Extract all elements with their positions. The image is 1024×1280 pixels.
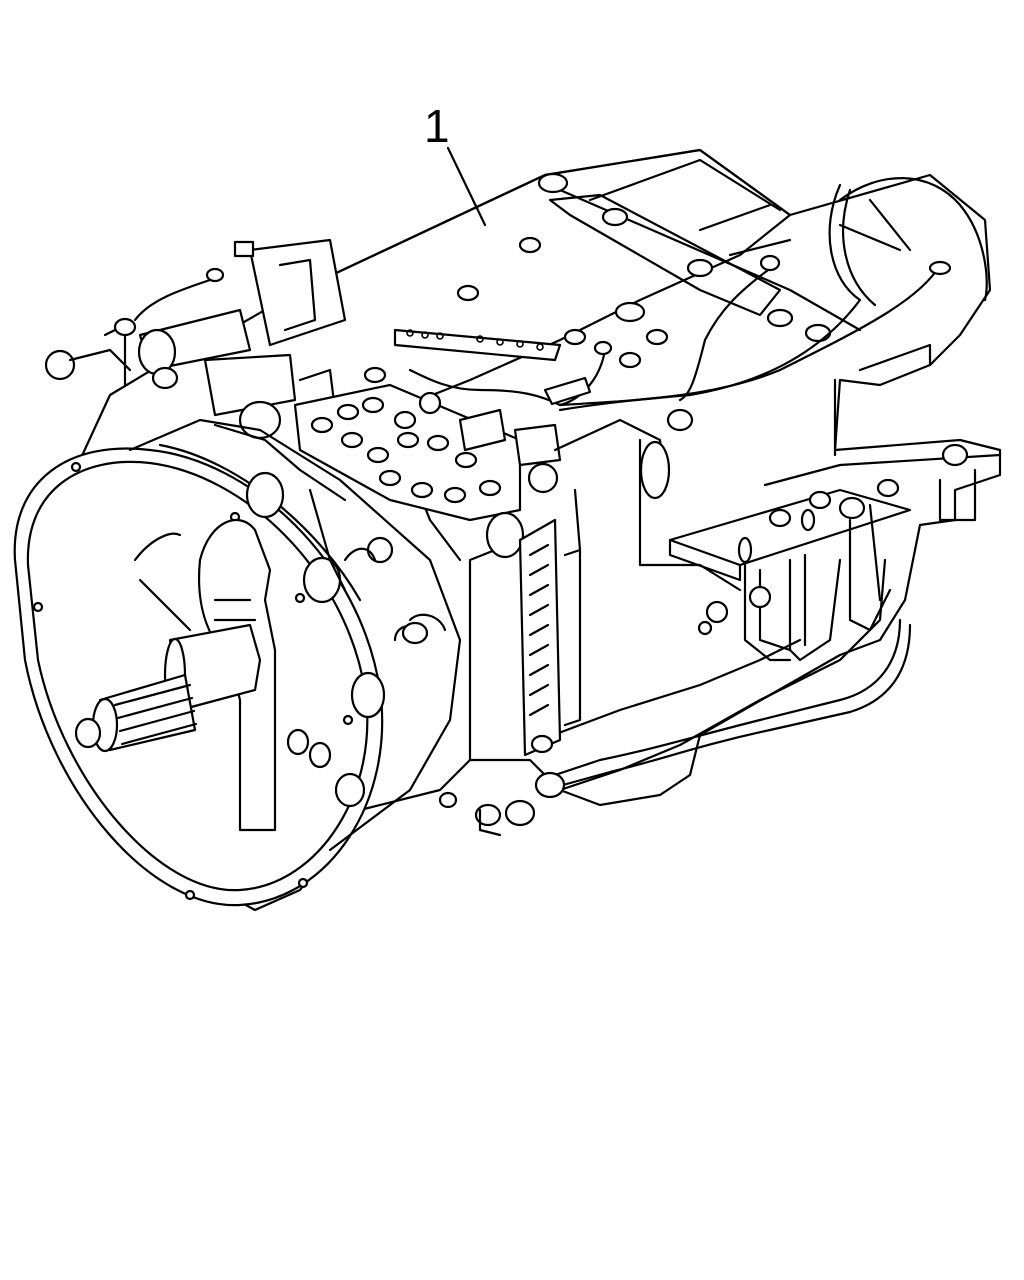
lower-fittings <box>438 771 566 837</box>
callout-1: 1 <box>424 100 487 227</box>
shift-actuator <box>44 238 347 440</box>
ribbed-side-plate <box>518 518 582 757</box>
callout-leader-line <box>446 146 487 227</box>
top-cover-plate <box>363 172 832 384</box>
oil-lines-bracket <box>538 443 1002 792</box>
callout-label: 1 <box>424 100 450 152</box>
valve-block <box>293 383 694 559</box>
input-shaft <box>74 623 332 769</box>
perforated-bracket <box>393 328 562 362</box>
wiring-harness <box>408 183 952 412</box>
